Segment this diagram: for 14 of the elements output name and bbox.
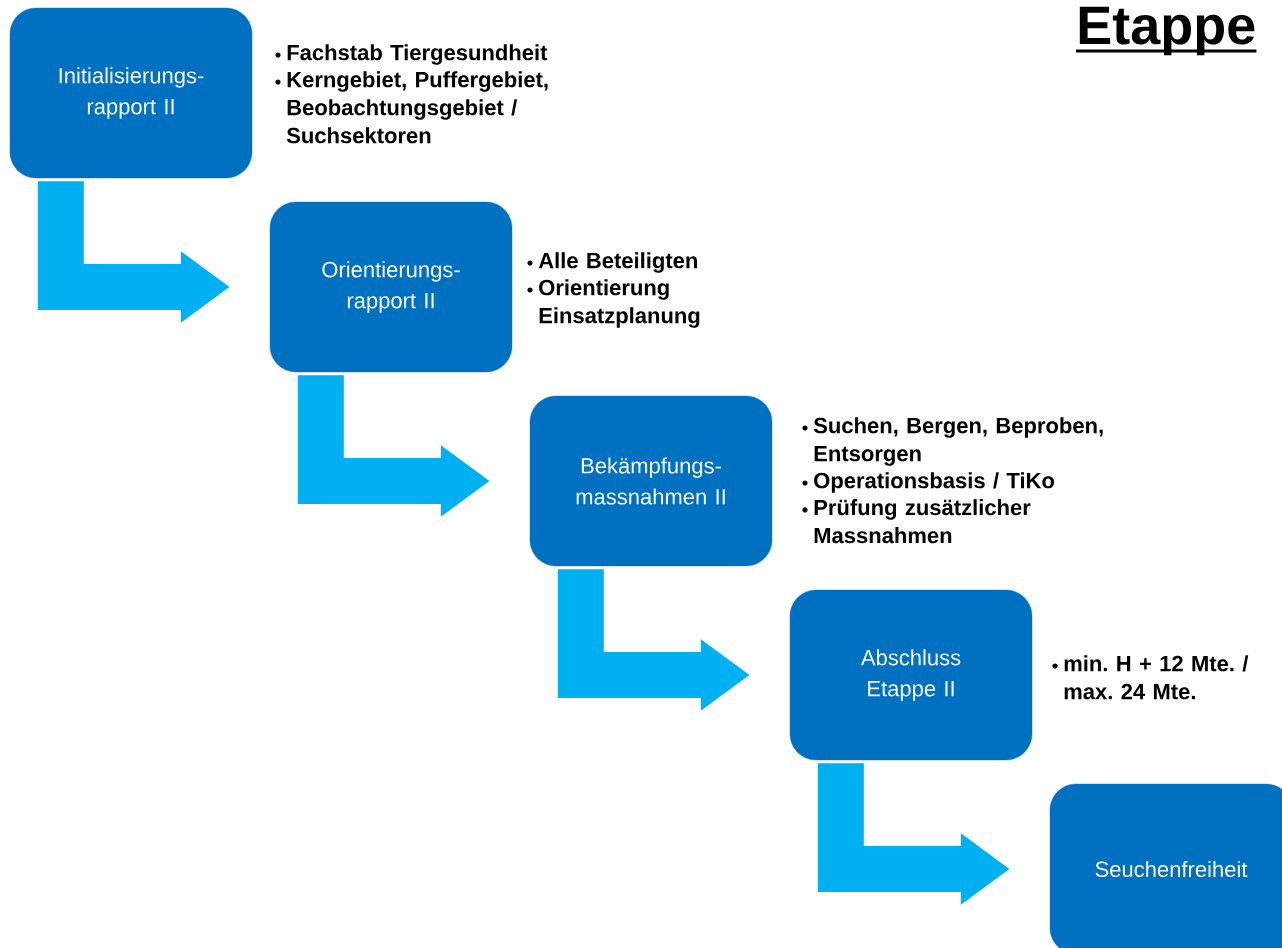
- process-box: Bekämpfungs- massnahmen II: [529, 395, 773, 567]
- bullet-item: Fachstab Tiergesundheit: [275, 44, 548, 65]
- bullet-item: Prüfung zusätzlicher Massnahmen: [802, 499, 1031, 544]
- process-box: Initialisierungs- rapport II: [9, 7, 253, 179]
- process-box: Seuchenfreiheit: [1049, 783, 1282, 948]
- process-box: Abschluss Etappe II: [789, 589, 1033, 761]
- bullet-item: Orientierung Einsatzplanung: [527, 279, 700, 328]
- bullet-item: Kerngebiet, Puffergebiet, Beobachtungsgebiet / Suchsektoren: [275, 71, 548, 144]
- process-box: Orientierungs- rapport II: [269, 201, 513, 373]
- bullet-item: Alle Beteiligten: [527, 252, 697, 273]
- bullet-item: Suchen, Bergen, Beproben, Entsorgen: [802, 417, 1103, 466]
- bullet-item: min. H + 12 Mte. / max. 24 Mte.: [1052, 655, 1249, 700]
- title: Etappe: [1079, 6, 1255, 56]
- bullet-item: Operationsbasis / TiKo: [802, 472, 1054, 493]
